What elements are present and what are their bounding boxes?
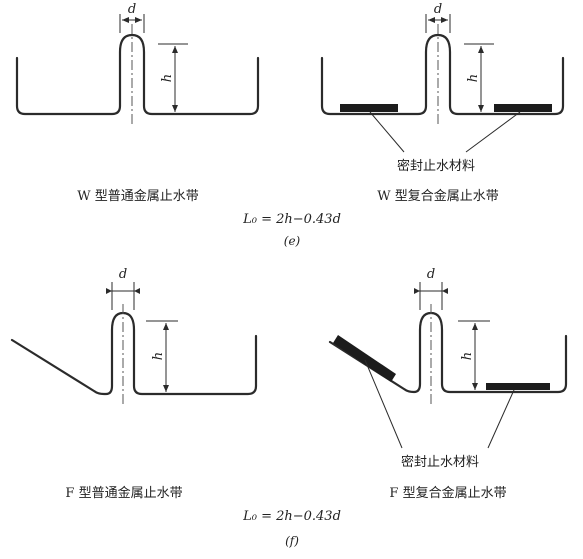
f-composite-d-tick-right (442, 288, 448, 294)
f-composite-seal-label: 密封止水材料 (401, 454, 479, 470)
w-type-composite-figure: d h 密封止水材料 (320, 2, 565, 174)
w-composite-d-label: d (434, 2, 442, 17)
w-composite-seal-right (494, 104, 552, 112)
w-composite-h-label: h (466, 74, 481, 82)
panel-e: d h d h 密封止水材料 W 型普通金属止水带 W (15, 2, 565, 248)
f-ordinary-strip (10, 311, 258, 396)
f-ordinary-d-tick-right (134, 288, 140, 294)
w-composite-seal-left (340, 104, 398, 112)
f-ordinary-d-label: d (119, 267, 127, 282)
f-ordinary-h-label: h (151, 352, 166, 360)
w-ordinary-strip (15, 33, 260, 116)
w-ordinary-h-label: h (160, 74, 175, 82)
f-composite-h-label: h (460, 352, 475, 360)
formula-f: L₀ = 2h−0.43d (242, 509, 341, 524)
w-composite-caption: W 型复合金属止水带 (377, 188, 499, 204)
f-composite-d-label: d (427, 267, 435, 282)
w-composite-leader-left (369, 111, 405, 153)
w-ordinary-caption: W 型普通金属止水带 (77, 188, 199, 204)
f-composite-seal-right (486, 383, 550, 390)
w-composite-strip (320, 33, 565, 116)
f-composite-leader-right (487, 389, 515, 449)
w-ordinary-d-label: d (128, 2, 136, 17)
f-composite-d-tick-left (414, 288, 420, 294)
w-composite-seal-label: 密封止水材料 (397, 158, 475, 174)
f-composite-caption: F 型复合金属止水带 (389, 485, 506, 501)
w-composite-leader-right (465, 111, 521, 153)
f-composite-strip (328, 311, 568, 394)
f-composite-leader-left (364, 359, 403, 449)
f-type-composite-figure: d h 密封止水材料 (328, 267, 568, 470)
panel-f: d h d h 密封止水材料 F (10, 267, 568, 548)
f-ordinary-caption: F 型普通金属止水带 (65, 485, 182, 501)
f-type-ordinary-figure: d h (10, 267, 258, 404)
panel-label-f: (f) (285, 534, 299, 548)
f-composite-seal-left (333, 335, 396, 382)
panel-label-e: (e) (284, 234, 301, 248)
w-type-ordinary-figure: d h (15, 2, 260, 124)
formula-e: L₀ = 2h−0.43d (242, 212, 341, 227)
f-ordinary-d-tick-left (106, 288, 112, 294)
